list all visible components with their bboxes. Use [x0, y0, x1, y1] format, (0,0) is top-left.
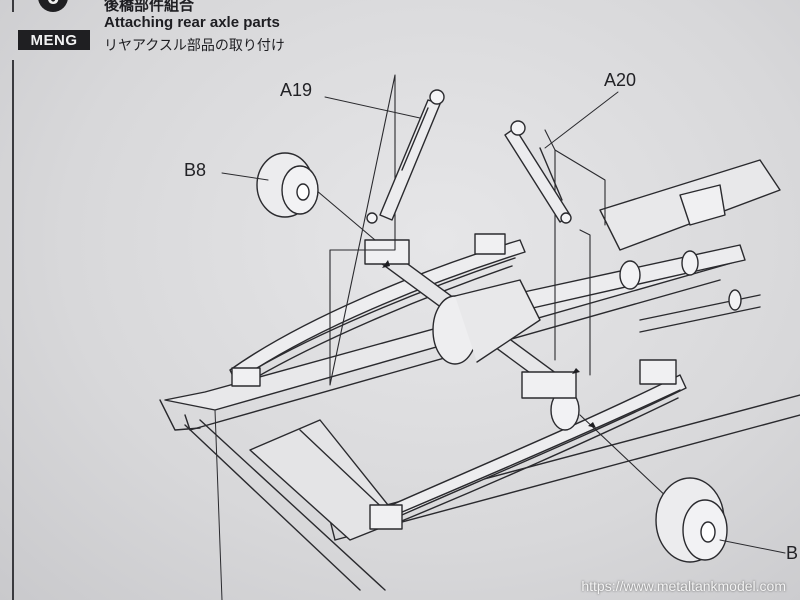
- part-label-a20: A20: [604, 70, 637, 90]
- part-a19-shock-absorber: [366, 89, 445, 224]
- part-label-b-right: B: [786, 543, 799, 563]
- website-watermark: https://www.metaltankmodel.com: [581, 578, 786, 594]
- drive-shaft: [509, 244, 761, 333]
- label-leader-lines: [221, 91, 786, 554]
- part-label-a19: A19: [280, 80, 313, 100]
- leaf-spring-right: [369, 359, 687, 530]
- assembly-arrows: [382, 260, 596, 428]
- part-label-b8: B8: [184, 160, 207, 180]
- part-b8-brake-disc-right: [655, 477, 728, 563]
- step-number-badge: 6: [38, 0, 68, 12]
- brand-logo: MENG: [18, 30, 90, 50]
- part-b8-brake-disc-left: [256, 152, 319, 218]
- leaf-spring-left: [229, 233, 526, 387]
- page-border-left: [12, 60, 14, 600]
- part-a20-shock-absorber: [504, 120, 572, 224]
- rear-axle: [364, 239, 580, 431]
- step-title-japanese: リヤアクスル部品の取り付け: [104, 37, 285, 53]
- step-title-english: Attaching rear axle parts: [104, 14, 280, 31]
- page-border-top: [12, 0, 14, 12]
- step-title-chinese: 後橋部件組合: [104, 0, 195, 14]
